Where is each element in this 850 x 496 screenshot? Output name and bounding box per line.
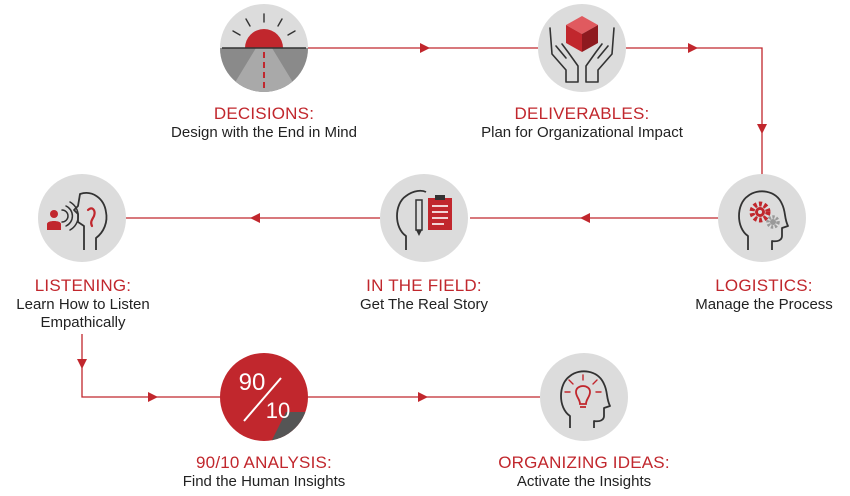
step-title: 90/10 ANALYSIS: bbox=[196, 453, 332, 472]
flow-arrowheads bbox=[77, 43, 767, 402]
step-deliverables: DELIVERABLES: Plan for Organizational Im… bbox=[452, 104, 712, 142]
arrow-right-icon bbox=[148, 392, 158, 402]
ten-label: 10 bbox=[266, 398, 290, 423]
step-title: DECISIONS: bbox=[213, 104, 315, 123]
step-decisions: DECISIONS: Design with the End in Mind bbox=[134, 104, 394, 142]
arrow-down-icon bbox=[757, 124, 767, 134]
step-subtitle: Activate the Insights bbox=[516, 473, 652, 490]
arrow-right-icon bbox=[418, 392, 428, 402]
step-organizing-ideas: ORGANIZING IDEAS: Activate the Insights bbox=[454, 453, 714, 491]
step-subtitle: Plan for Organizational Impact bbox=[481, 124, 683, 141]
step-subtitle: Manage the Process bbox=[695, 296, 833, 313]
connector-listening-analysis bbox=[81, 334, 222, 398]
step-title: DELIVERABLES: bbox=[514, 104, 650, 123]
arrow-left-icon bbox=[250, 213, 260, 223]
connector-deliverables-logistics bbox=[626, 47, 763, 178]
step-subtitle: Get The Real Story bbox=[359, 296, 489, 313]
head-lightbulb-icon bbox=[540, 353, 628, 441]
step-subtitle-line-1: Learn How to Listen bbox=[16, 296, 150, 313]
step-in-the-field: IN THE FIELD: Get The Real Story bbox=[294, 276, 554, 314]
arrow-left-icon bbox=[580, 213, 590, 223]
step-title: ORGANIZING IDEAS: bbox=[498, 453, 670, 472]
sunrise-road-icon bbox=[220, 4, 308, 92]
step-title: LOGISTICS: bbox=[715, 276, 813, 295]
arrow-right-icon bbox=[420, 43, 430, 53]
head-listening-icon bbox=[38, 174, 126, 262]
step-subtitle: Design with the End in Mind bbox=[171, 124, 357, 141]
step-title: LISTENING: bbox=[34, 276, 132, 295]
arrow-down-icon bbox=[77, 359, 87, 369]
step-title: IN THE FIELD: bbox=[366, 276, 482, 295]
step-90-10-analysis: 90/10 ANALYSIS: Find the Human Insights bbox=[134, 453, 394, 491]
arrow-right-icon bbox=[688, 43, 698, 53]
hands-cube-icon bbox=[538, 4, 626, 92]
step-subtitle-line-2: Empathically bbox=[40, 314, 126, 331]
head-gears-icon bbox=[718, 174, 806, 262]
head-clipboard-icon bbox=[380, 174, 468, 262]
ninety-label: 90 bbox=[239, 369, 266, 396]
step-listening: LISTENING: Learn How to Listen Empathica… bbox=[0, 276, 213, 332]
ninety-ten-icon: 90 10 bbox=[220, 353, 308, 441]
step-subtitle: Find the Human Insights bbox=[182, 473, 346, 490]
step-logistics: LOGISTICS: Manage the Process bbox=[634, 276, 850, 314]
